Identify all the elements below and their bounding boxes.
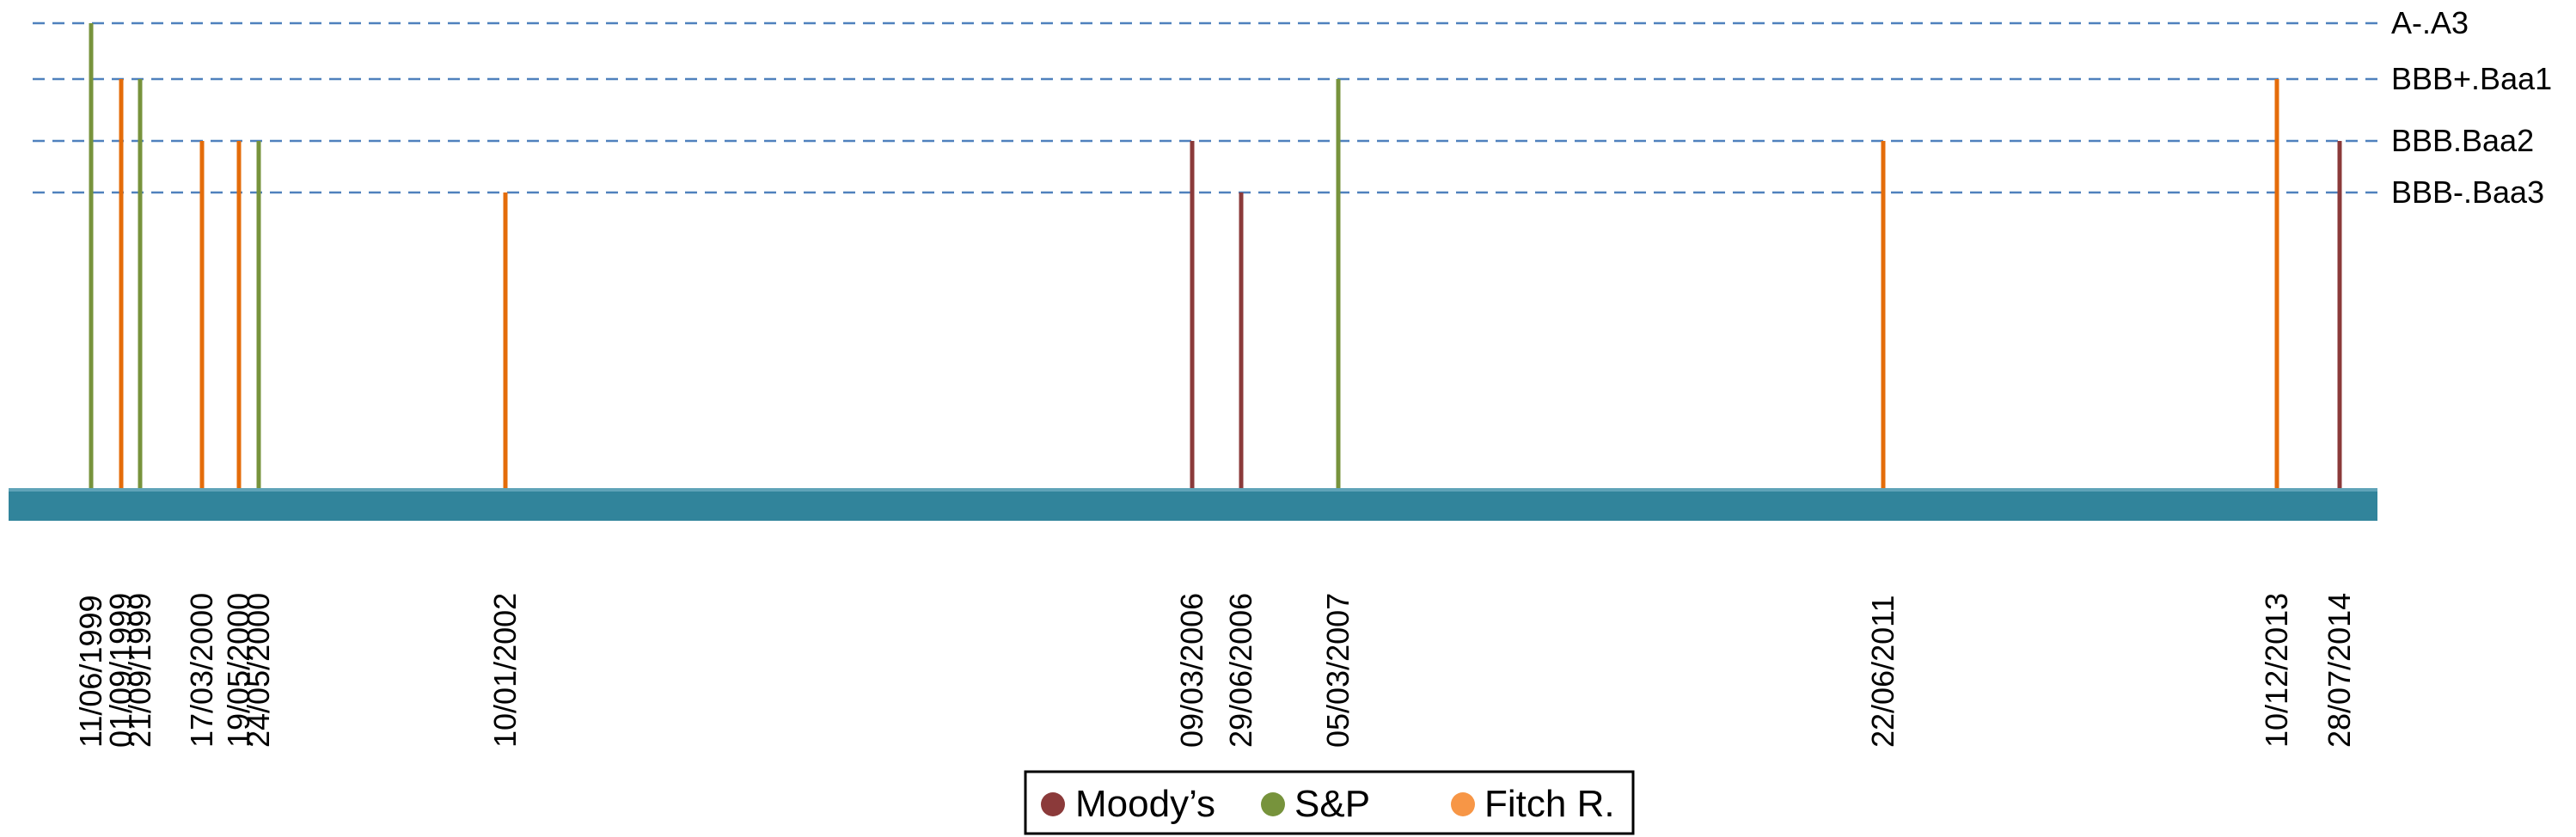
rating-guide-lines [33, 21, 2377, 194]
level-label-bbb-baa1: BBB+.Baa1 [2391, 61, 2552, 96]
rating-level-labels: BBB-.Baa3 BBB.Baa2 BBB+.Baa1 A-.A3 [2391, 5, 2552, 210]
level-label-bbb-baa2: BBB.Baa2 [2391, 123, 2534, 158]
date-label-28-07-2014: 28/07/2014 [2322, 593, 2357, 748]
date-label-11-06-1999: 11/06/1999 [73, 595, 108, 748]
timeline-bar [9, 488, 2377, 521]
rating-event-lines [89, 23, 2342, 488]
legend-marker-s-p [1261, 792, 1285, 816]
level-label-a-a3: A-.A3 [2391, 5, 2469, 40]
date-label-22-06-2011: 22/06/2011 [1865, 595, 1900, 748]
legend-box [1024, 770, 1635, 835]
date-label-10-01-2002: 10/01/2002 [487, 593, 523, 748]
legend-label-s-p: S&P [1294, 783, 1370, 825]
legend-marker-moody-s [1041, 792, 1065, 816]
legend-label-moody-s: Moody’s [1075, 783, 1215, 825]
date-label-24-05-2000: 24/05/2000 [241, 593, 276, 748]
legend-marker-fitch-r [1451, 792, 1475, 816]
date-label-09-03-2006: 09/03/2006 [1174, 593, 1209, 748]
timeline-bar-highlight [9, 488, 2377, 492]
date-label-17-03-2000: 17/03/2000 [184, 593, 219, 748]
date-label-05-03-2007: 05/03/2007 [1320, 593, 1355, 748]
date-label-01-09-1999: 01/09/1999 [103, 593, 138, 748]
date-label-10-12-2013: 10/12/2013 [2259, 593, 2294, 748]
legend: Moody’s S&P Fitch R. [1024, 770, 1635, 835]
date-label-19-05-2000: 19/05/2000 [221, 593, 256, 748]
date-label-21-09-1999: 21/09/1999 [122, 593, 157, 748]
date-label-29-06-2006: 29/06/2006 [1223, 593, 1258, 748]
level-label-bbb-baa3: BBB-.Baa3 [2391, 174, 2544, 210]
legend-label-fitch-r: Fitch R. [1484, 783, 1615, 825]
